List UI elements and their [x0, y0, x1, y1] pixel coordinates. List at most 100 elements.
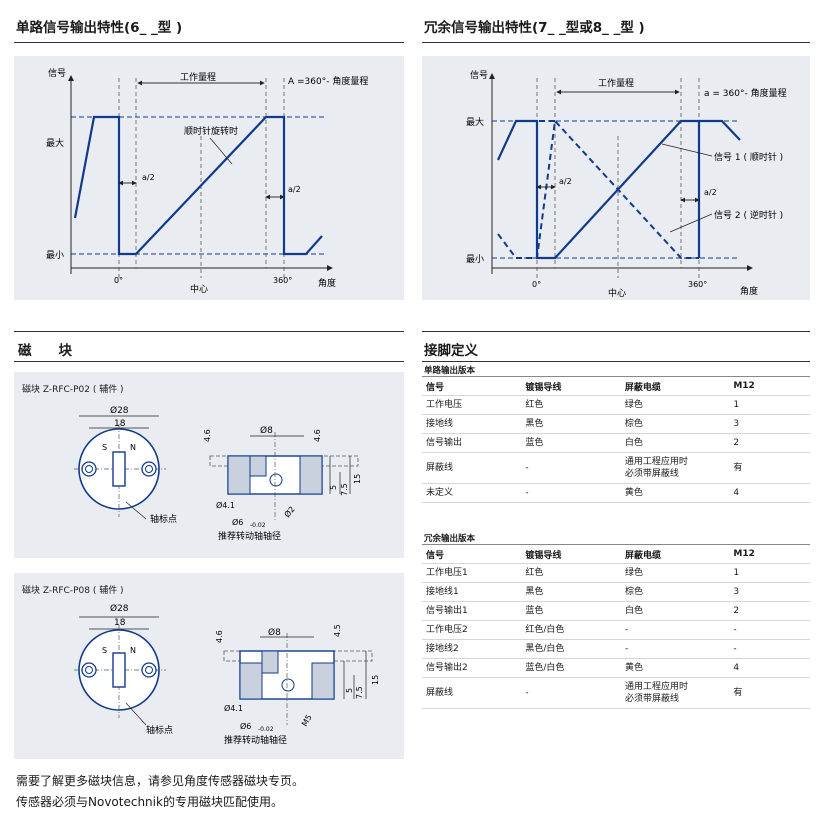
redundant-version-caption: 冗余输出版本: [424, 534, 476, 544]
table-cell: 未定义: [422, 483, 522, 503]
magnet2-drawing: Ø28 18 S N 轴标点 Ø8 4.6 4.5 5 7.5 15 M5 Ø4…: [74, 603, 380, 746]
table-cell: 信号输出2: [422, 658, 522, 678]
x-axis-label: 角度: [740, 285, 758, 297]
y-min-label: 最小: [466, 254, 484, 265]
section-divider: [14, 331, 404, 332]
range-label: 工作量程: [180, 71, 216, 83]
table-cell: 黑色/白色: [521, 639, 621, 659]
table-header-cell: 信号: [422, 377, 522, 396]
table-cell: 红色: [521, 563, 621, 583]
footer-note-2: 传感器必须与Novotechnik的专用磁块匹配使用。: [16, 795, 283, 809]
table-cell: 红色/白色: [521, 620, 621, 640]
magnet2-title: 磁块 Z-RFC-P08 ( 辅件 ): [22, 586, 124, 596]
x-center-label: 中心: [190, 283, 208, 295]
height-75-label: 7.5: [340, 483, 349, 496]
redundant-output-chart: 信号 最大 最小 工作量程 a = 360°- 角度量程 信号 1 ( 顺时针 …: [466, 69, 787, 299]
y-min-label: 最小: [46, 250, 64, 261]
table-cell: 工作电压1: [422, 563, 522, 583]
table-cell: -: [729, 620, 810, 640]
table-header-cell: 镀锡导线: [521, 377, 621, 396]
table-cell: -: [620, 620, 730, 640]
height-15-label: 15: [353, 474, 362, 484]
x-zero-label: 0°: [532, 280, 541, 289]
table-header-cell: M12: [729, 545, 810, 564]
table-header-cell: 信号: [422, 545, 522, 564]
table-cell: -: [521, 483, 621, 503]
table-cell: 接地线: [422, 414, 522, 434]
diameter-41-label: Ø4.1: [216, 500, 235, 510]
table-cell: -: [729, 639, 810, 659]
magnet1-drawing: Ø28 18 S N 轴标点 Ø8 4.6 4.6 5 7.5 15 Ø2 Ø4…: [74, 405, 362, 542]
half-angle-right: a/2: [288, 185, 301, 194]
magnet2-panel: 磁块 Z-RFC-P08 ( 辅件 ) Ø28 18 S N 轴标点 Ø8 4.…: [14, 573, 404, 759]
x-360-label: 360°: [688, 280, 707, 289]
x-axis-label: 角度: [318, 277, 336, 289]
single-output-chart: 信号 最大 最小 工作量程 A =360°- 角度量程 顺时针旋转时 a/2 a…: [46, 67, 368, 295]
diameter-6-label: Ø6: [240, 721, 251, 731]
table-cell: 绿色: [620, 395, 730, 415]
table-cell: 信号输出: [422, 433, 522, 453]
table-header-cell: 屏蔽电缆: [620, 545, 730, 564]
spacing-18-label: 18: [114, 419, 126, 429]
table-header-cell: 屏蔽电缆: [620, 377, 730, 396]
table-cell: 屏蔽线: [422, 452, 522, 484]
table-divider: [422, 544, 810, 545]
table-cell: -: [521, 452, 621, 484]
formula-label: a = 360°- 角度量程: [704, 87, 787, 99]
north-pole-label: N: [130, 443, 136, 452]
section-divider: [422, 42, 810, 43]
redundant-output-chart-panel: 信号 最大 最小 工作量程 a = 360°- 角度量程 信号 1 ( 顺时针 …: [422, 56, 810, 300]
magnet1-panel: 磁块 Z-RFC-P02 ( 辅件 ) Ø28 18 S N 轴标点 Ø8 4.…: [14, 372, 404, 558]
table-cell: 工作电压: [422, 395, 522, 415]
table-cell: 1: [729, 395, 810, 415]
thread-label: M5: [300, 713, 314, 728]
table-cell: 1: [729, 563, 810, 583]
table-cell: 白色: [620, 433, 730, 453]
table-cell: 蓝色: [521, 601, 621, 621]
diameter-41-label: Ø4.1: [224, 703, 243, 713]
section-divider: [422, 331, 810, 332]
height-5-label: 5: [345, 688, 354, 693]
diameter-28-label: Ø28: [110, 603, 129, 614]
section-divider: [422, 361, 810, 362]
north-pole-label: N: [130, 646, 136, 655]
table-cell: 有: [729, 452, 810, 484]
section-divider: [14, 361, 404, 362]
table-cell: 3: [729, 414, 810, 434]
table-cell: 黄色: [620, 658, 730, 678]
table-cell: 4: [729, 658, 810, 678]
y-max-label: 最大: [466, 116, 484, 128]
recommended-shaft-label: 推荐转动轴轴径: [224, 734, 287, 746]
single-version-caption: 单路输出版本: [424, 366, 476, 376]
table-cell: 蓝色/白色: [521, 658, 621, 678]
section-divider: [14, 42, 404, 43]
half-angle-left: a/2: [559, 177, 572, 186]
diameter-6-tolerance: -0.02: [258, 726, 274, 733]
table-cell: 棕色: [620, 414, 730, 434]
south-pole-label: S: [102, 443, 107, 452]
height-46-left: 4.6: [203, 429, 212, 442]
recommended-shaft-label: 推荐转动轴轴径: [218, 530, 281, 542]
table-cell: 黄色: [620, 483, 730, 503]
curve-label: 顺时针旋转时: [184, 125, 238, 137]
height-5-label: 5: [329, 485, 338, 490]
table-cell: 通用工程应用时 必须带屏蔽线: [620, 677, 730, 709]
table-cell: 接地线1: [422, 582, 522, 602]
table-cell: 有: [729, 677, 810, 709]
axis-mark-label: 轴标点: [146, 724, 173, 736]
diameter-6-tolerance: -0.02: [250, 522, 266, 529]
table-header-cell: M12: [729, 377, 810, 396]
magnet1-title: 磁块 Z-RFC-P02 ( 辅件 ): [22, 385, 124, 395]
single-output-title: 单路信号输出特性(6_ _型 ): [16, 20, 183, 36]
table-cell: 2: [729, 433, 810, 453]
table-cell: -: [521, 677, 621, 709]
